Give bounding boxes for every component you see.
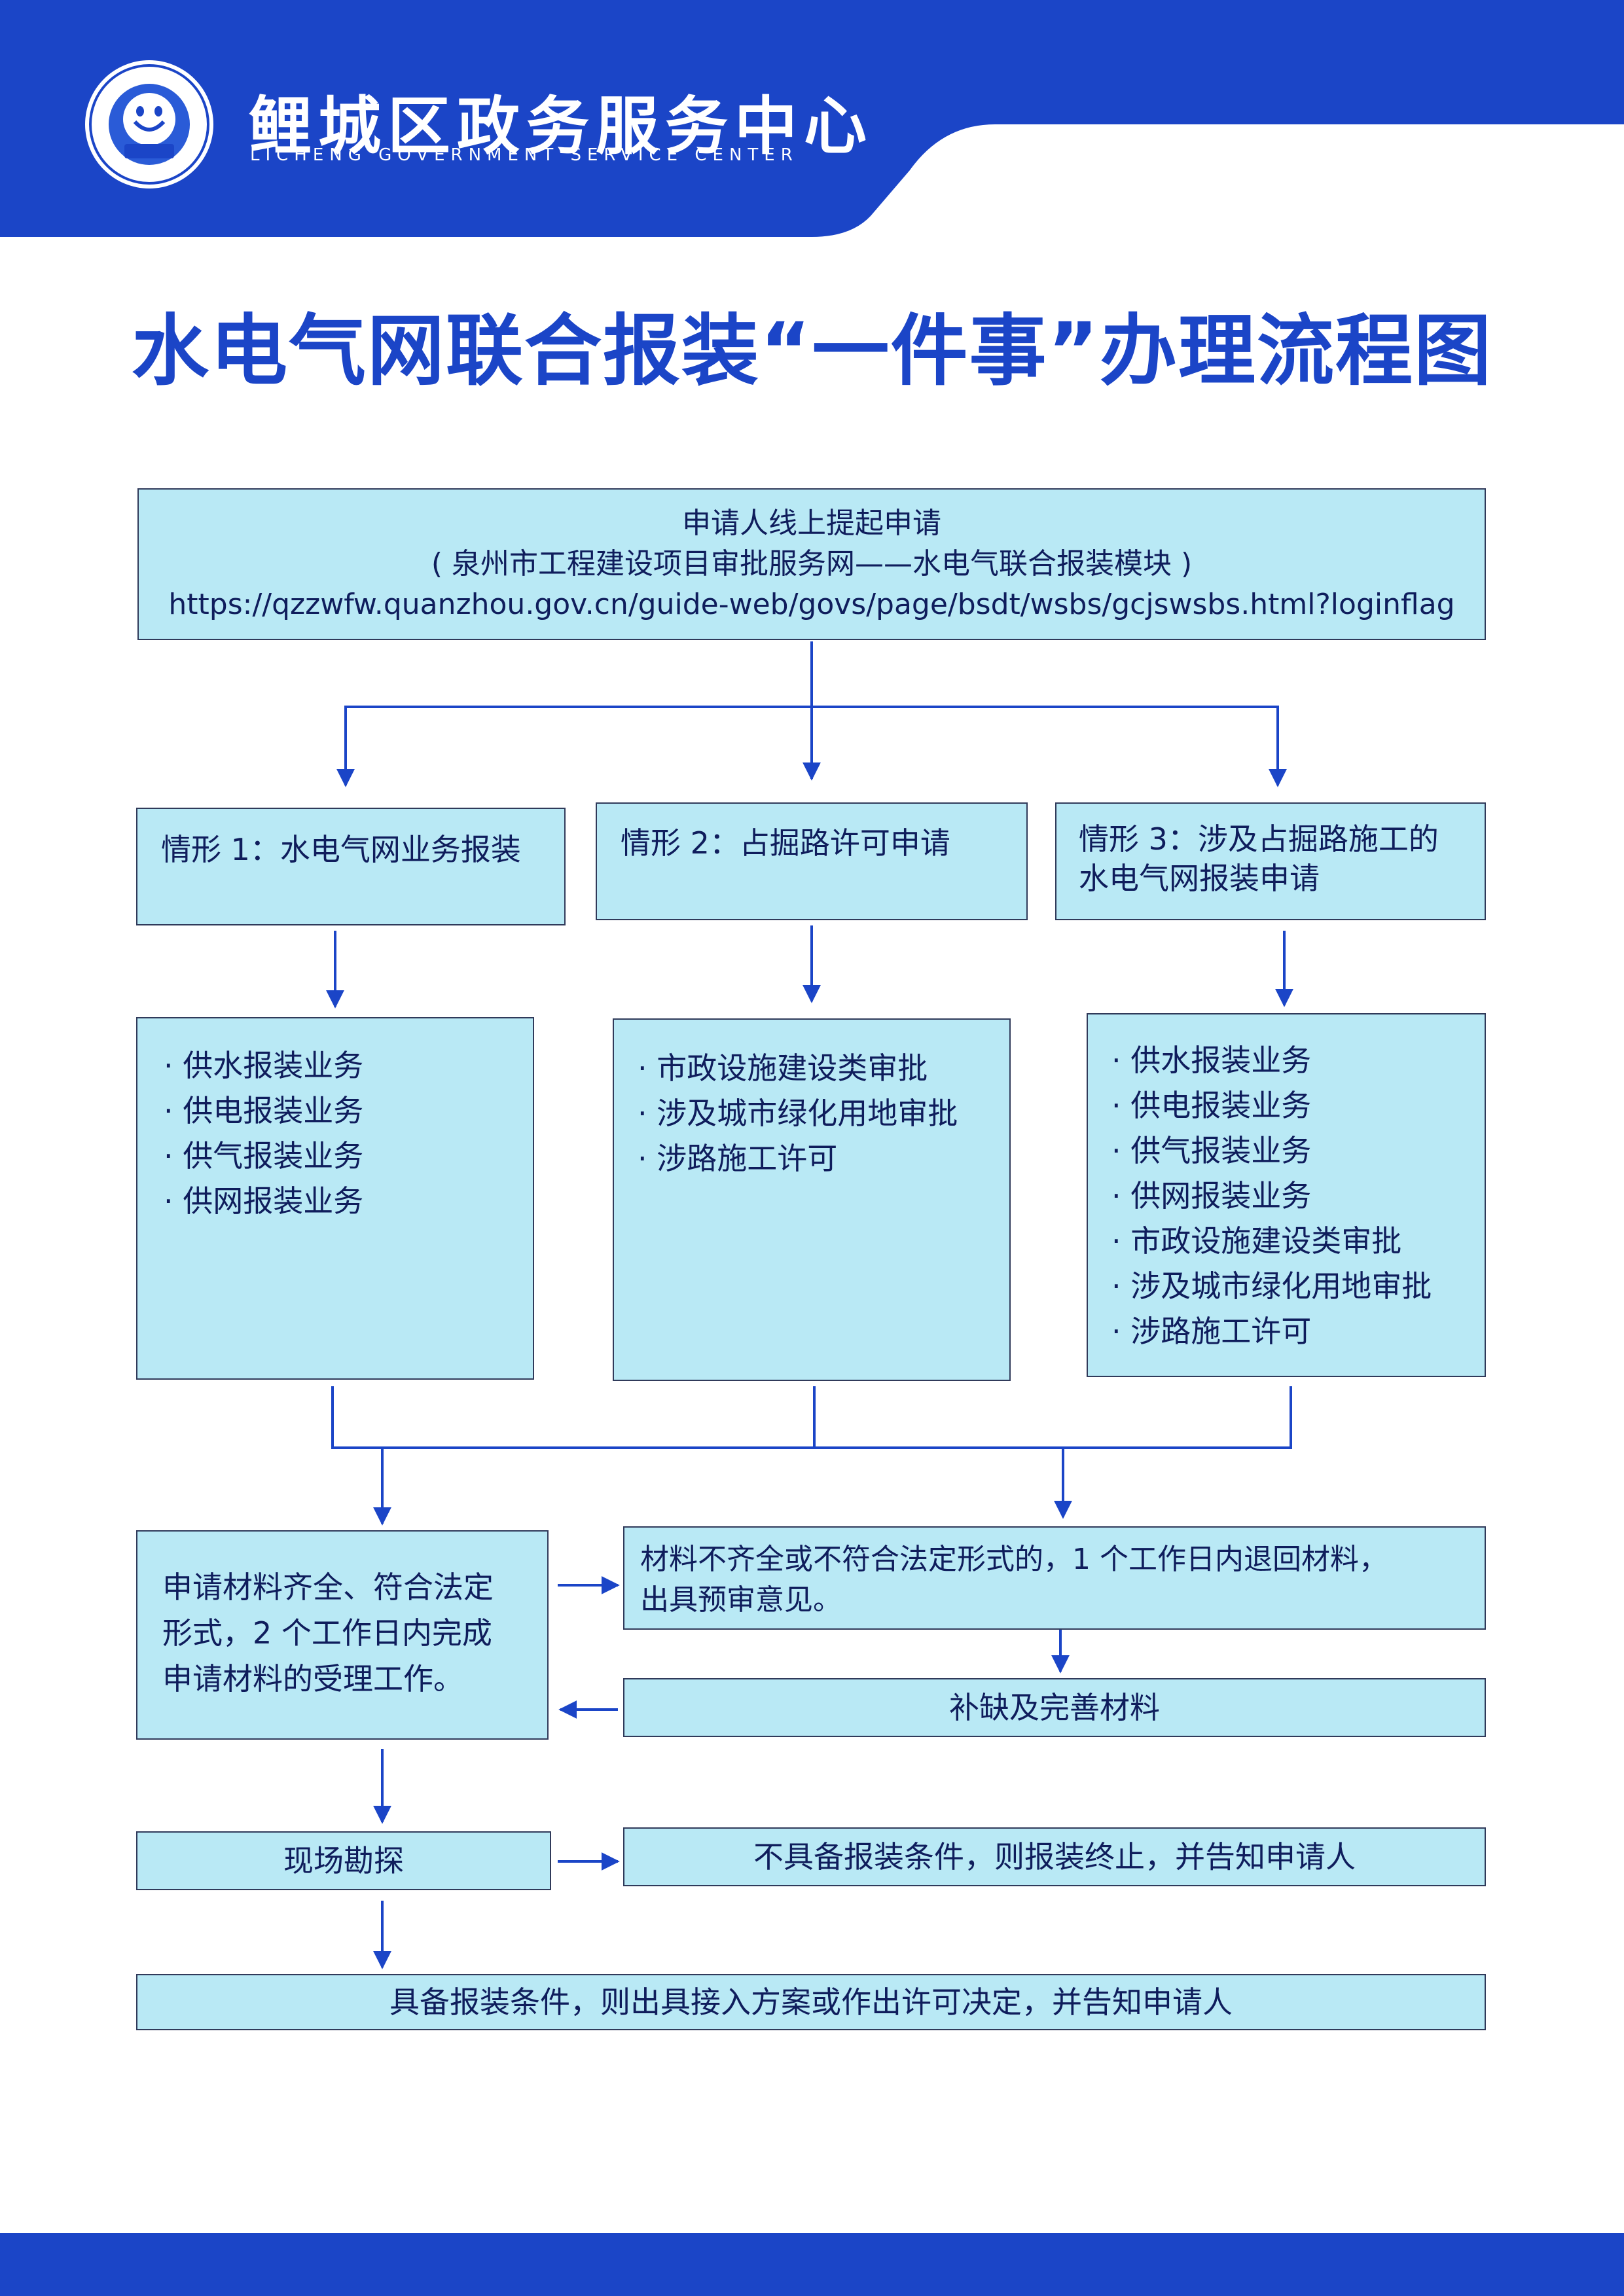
case-3-title-line-1: 情形 3：涉及占掘路施工的 [1079, 821, 1439, 857]
case-2-box: 情形 2：占掘路许可申请 [596, 802, 1028, 920]
case-1-services-list: 供水报装业务 供电报装业务 供气报装业务 供网报装业务 [164, 1043, 533, 1224]
case-1-box: 情形 1：水电气网业务报装 [136, 808, 566, 925]
list-item: 市政设施建设类审批 [1111, 1219, 1485, 1264]
reject-materials-box: 材料不齐全或不符合法定形式的，1 个工作日内退回材料， 出具预审意见。 [623, 1526, 1486, 1630]
brand-name-en: LICHENG GOVERNMENT SERVICE CENTER [250, 145, 799, 165]
approve-text: 具备报装条件，则出具接入方案或作出许可决定，并告知申请人 [389, 1984, 1233, 2020]
site-survey-box: 现场勘探 [136, 1831, 551, 1890]
page-title: 水电气网联合报装“一件事”办理流程图 [131, 306, 1493, 396]
list-item: 涉及城市绿化用地审批 [638, 1091, 1009, 1136]
site-survey-text: 现场勘探 [283, 1843, 404, 1878]
list-item: 市政设施建设类审批 [638, 1046, 1009, 1091]
accept-line-3: 申请材料的受理工作。 [162, 1661, 463, 1696]
footer-bar [0, 2233, 1624, 2296]
list-item: 涉及城市绿化用地审批 [1111, 1264, 1485, 1309]
header-banner [0, 0, 1624, 237]
supplement-text: 补缺及完善材料 [949, 1690, 1160, 1725]
list-item: 供气报装业务 [1111, 1128, 1485, 1174]
start-line-2: ( 泉州市工程建设项目审批服务网——水电气联合报装模块 ) [431, 547, 1193, 581]
list-item: 供电报装业务 [164, 1088, 533, 1134]
case-1-services-box: 供水报装业务 供电报装业务 供气报装业务 供网报装业务 [136, 1017, 534, 1380]
reject-line-1: 材料不齐全或不符合法定形式的，1 个工作日内退回材料， [640, 1543, 1388, 1576]
start-line-1: 申请人线上提起申请 [682, 507, 941, 540]
case-2-services-list: 市政设施建设类审批 涉及城市绿化用地审批 涉路施工许可 [638, 1046, 1009, 1181]
terminate-box: 不具备报装条件，则报装终止，并告知申请人 [623, 1827, 1486, 1886]
case-2-title: 情形 2：占掘路许可申请 [621, 825, 950, 861]
list-item: 涉路施工许可 [638, 1136, 1009, 1181]
list-item: 供水报装业务 [1111, 1038, 1485, 1083]
case-3-box: 情形 3：涉及占掘路施工的 水电气网报装申请 [1055, 802, 1486, 920]
start-url-link[interactable]: https://qzzwfw.quanzhou.gov.cn/guide-web… [168, 588, 1455, 621]
brand-name-cn: 鲤城区政务服务中心 [249, 89, 873, 163]
approve-box: 具备报装条件，则出具接入方案或作出许可决定，并告知申请人 [136, 1974, 1486, 2030]
government-service-logo [85, 60, 213, 188]
list-item: 供网报装业务 [164, 1179, 533, 1224]
reject-line-2: 出具预审意见。 [640, 1583, 842, 1617]
case-3-services-box: 供水报装业务 供电报装业务 供气报装业务 供网报装业务 市政设施建设类审批 涉及… [1087, 1013, 1486, 1377]
supplement-materials-box: 补缺及完善材料 [623, 1678, 1486, 1737]
list-item: 涉路施工许可 [1111, 1309, 1485, 1354]
list-item: 供网报装业务 [1111, 1174, 1485, 1219]
accept-materials-box: 申请材料齐全、符合法定 形式，2 个工作日内完成 申请材料的受理工作。 [136, 1530, 549, 1740]
accept-line-2: 形式，2 个工作日内完成 [162, 1615, 492, 1651]
list-item: 供气报装业务 [164, 1134, 533, 1179]
list-item: 供水报装业务 [164, 1043, 533, 1088]
case-2-services-box: 市政设施建设类审批 涉及城市绿化用地审批 涉路施工许可 [613, 1018, 1011, 1381]
terminate-text: 不具备报装条件，则报装终止，并告知申请人 [753, 1839, 1356, 1874]
case-1-title: 情形 1：水电气网业务报装 [161, 832, 521, 867]
accept-line-1: 申请材料齐全、符合法定 [162, 1570, 494, 1605]
list-item: 供电报装业务 [1111, 1083, 1485, 1128]
case-3-services-list: 供水报装业务 供电报装业务 供气报装业务 供网报装业务 市政设施建设类审批 涉及… [1111, 1038, 1485, 1354]
case-3-title-line-2: 水电气网报装申请 [1079, 861, 1320, 896]
start-application-box: 申请人线上提起申请 ( 泉州市工程建设项目审批服务网——水电气联合报装模块 ) … [137, 488, 1486, 640]
